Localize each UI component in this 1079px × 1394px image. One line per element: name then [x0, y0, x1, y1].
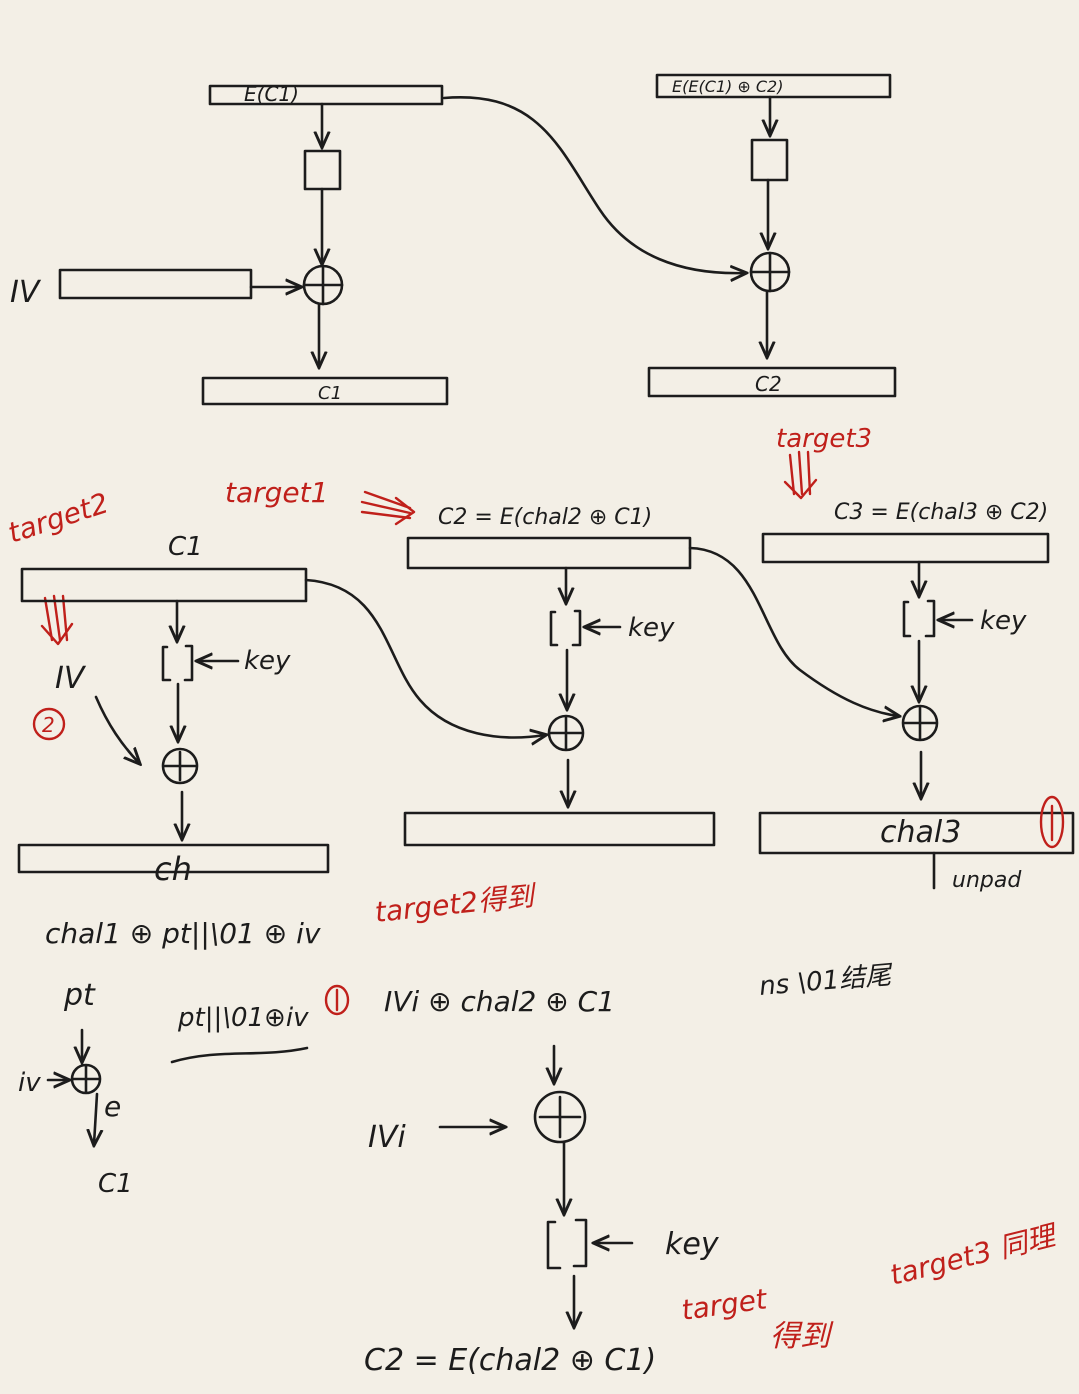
note-target3-same: target3 同理 — [887, 1218, 1062, 1292]
pt-label: pt — [63, 978, 96, 1013]
iv-small-label: iv — [18, 1068, 41, 1098]
xor-icon-right — [901, 704, 939, 742]
empty-output-bar — [403, 811, 716, 847]
target3-label: target3 — [776, 424, 872, 454]
key-label-left: key — [244, 646, 291, 676]
note-target-red: target — [679, 1282, 769, 1327]
input-label-eec1c2: E(E(C1) ⊕ C2) — [672, 77, 783, 96]
iv-label-mid: IV — [55, 661, 87, 696]
output-label-c1: C1 — [318, 383, 342, 404]
decrypt-box-left — [161, 644, 194, 682]
xor-icon-bottom — [533, 1090, 587, 1144]
c2-bar — [406, 536, 692, 570]
key-label-middle: key — [628, 613, 675, 643]
c2-equation-bottom: C2 = E(chal2 ⊕ C1) — [364, 1343, 656, 1378]
c1-bar — [20, 567, 308, 603]
decrypt-box-middle — [549, 609, 582, 647]
xor-icon-small — [70, 1063, 102, 1095]
e-label: e — [104, 1090, 121, 1123]
target2-down-arrows — [40, 594, 74, 646]
input-bar-ec1 — [208, 84, 444, 106]
arrow-iv-to-xor-left — [94, 695, 139, 763]
circle-1-badge-pt — [324, 984, 350, 1016]
top-left-block: E(C1) IV C1 — [10, 82, 449, 406]
chal3-bar — [758, 811, 1075, 855]
key-label-bottom: key — [665, 1227, 720, 1262]
target1-right-arrows — [360, 490, 416, 526]
circle-2-badge: 2 — [32, 707, 66, 741]
arrow-c2-to-xor-right — [688, 546, 898, 716]
key-label-right: key — [980, 606, 1027, 636]
c1-label: C1 — [168, 532, 203, 562]
c3-bar — [761, 532, 1050, 564]
chal3-label: chal3 — [880, 815, 961, 850]
arrow-c1-to-xor-middle — [304, 578, 545, 737]
c3-equation: C3 = E(chal3 ⊕ C2) — [834, 500, 1048, 525]
ivi-label: IVi — [368, 1120, 406, 1155]
decrypt-box-2 — [750, 138, 789, 182]
top-right-block: E(E(C1) ⊕ C2) C2 — [647, 73, 897, 398]
target2-label: target2 — [4, 486, 113, 549]
input-bar-eec1c2 — [655, 73, 892, 99]
bottom-flow: IVi key C2 = E(chal2 ⊕ C1) — [364, 1044, 720, 1378]
output-label-c2: C2 — [755, 372, 782, 396]
xor-icon-2 — [749, 251, 791, 293]
middle-right-block: C3 = E(chal3 ⊕ C2) key chal3 unpad — [758, 500, 1075, 893]
output-bar-c1 — [201, 376, 449, 406]
iv-bar — [58, 268, 253, 300]
xor-icon-left — [161, 747, 199, 785]
note-pt-equation: pt||\01⊕iv — [177, 1003, 309, 1033]
middle-center-block: C2 = E(chal2 ⊕ C1) key — [403, 505, 716, 847]
decrypt-box — [303, 149, 342, 191]
circle-1-badge-chal3 — [1039, 795, 1065, 849]
decrypt-box-right — [902, 599, 936, 638]
note-ends-with-01: ns \01结尾 — [758, 960, 895, 1002]
note-ivi-equation: IVi ⊕ chal2 ⊕ C1 — [384, 985, 615, 1018]
c1-small-label: C1 — [98, 1169, 133, 1199]
ch-bar — [17, 843, 330, 874]
ch-label: ch — [154, 850, 192, 888]
note-chal1-equation: chal1 ⊕ pt||\01 ⊕ iv — [45, 917, 321, 950]
iv-label: IV — [10, 275, 42, 310]
input-label-ec1: E(C1) — [244, 82, 299, 106]
small-cbc-sketch: pt iv e C1 — [18, 978, 133, 1199]
c2-equation: C2 = E(chal2 ⊕ C1) — [438, 505, 652, 530]
target3-down-arrows — [783, 450, 818, 500]
middle-left-block: C1 key IV 2 ch — [17, 532, 330, 888]
note-get-red: 得到 — [770, 1319, 834, 1354]
target1-label: target1 — [225, 476, 328, 509]
circle-2-text: 2 — [42, 713, 55, 737]
decrypt-box-bottom — [546, 1218, 588, 1270]
arrow-c1-to-right-xor — [442, 95, 745, 273]
unpad-label: unpad — [952, 868, 1022, 893]
xor-icon-middle — [547, 714, 585, 752]
underline-pt-equation — [170, 1046, 309, 1064]
output-bar-c2 — [647, 366, 897, 398]
xor-icon — [302, 264, 344, 306]
arrow-to-c1-small — [94, 1092, 97, 1144]
note-target2-get: target2得到 — [373, 879, 539, 929]
